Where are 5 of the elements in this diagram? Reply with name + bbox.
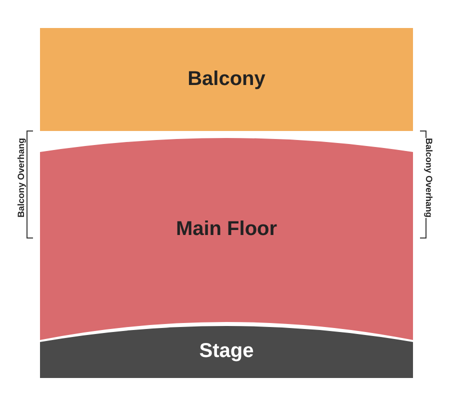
overhang-label: Balcony Overhang xyxy=(16,138,26,218)
section-label: Main Floor xyxy=(176,218,278,240)
overhang-label: Balcony Overhang xyxy=(424,138,434,218)
section-label: Stage xyxy=(199,340,254,362)
section-label: Balcony xyxy=(188,68,266,90)
